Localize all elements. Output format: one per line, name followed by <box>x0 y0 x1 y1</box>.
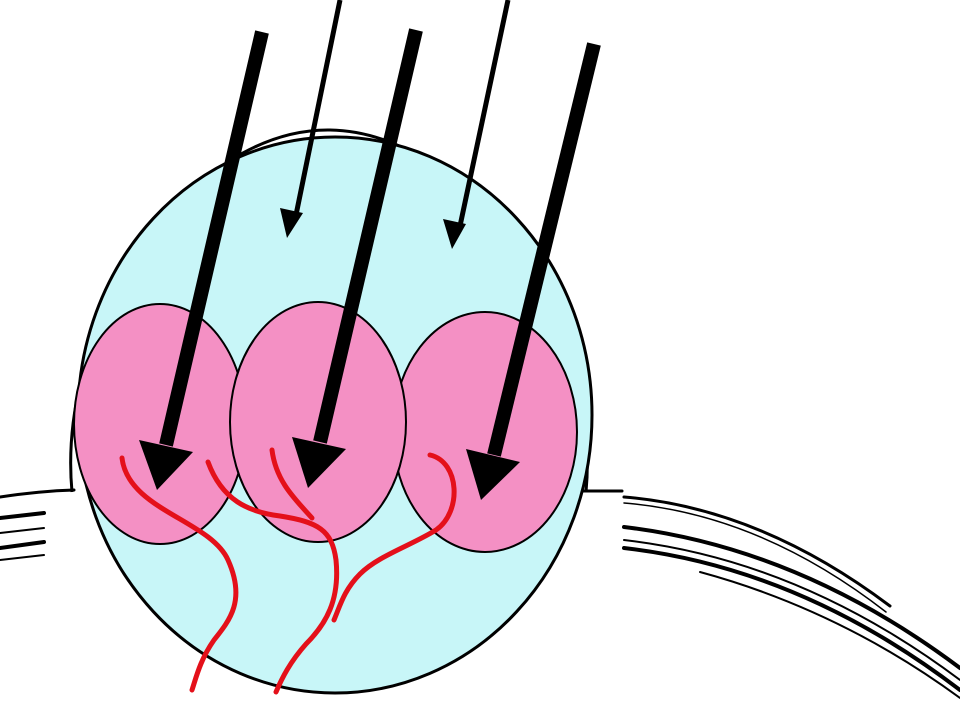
surface-lines-right <box>582 491 960 698</box>
surface-lines-left <box>0 490 74 560</box>
lobe-right <box>393 312 577 552</box>
